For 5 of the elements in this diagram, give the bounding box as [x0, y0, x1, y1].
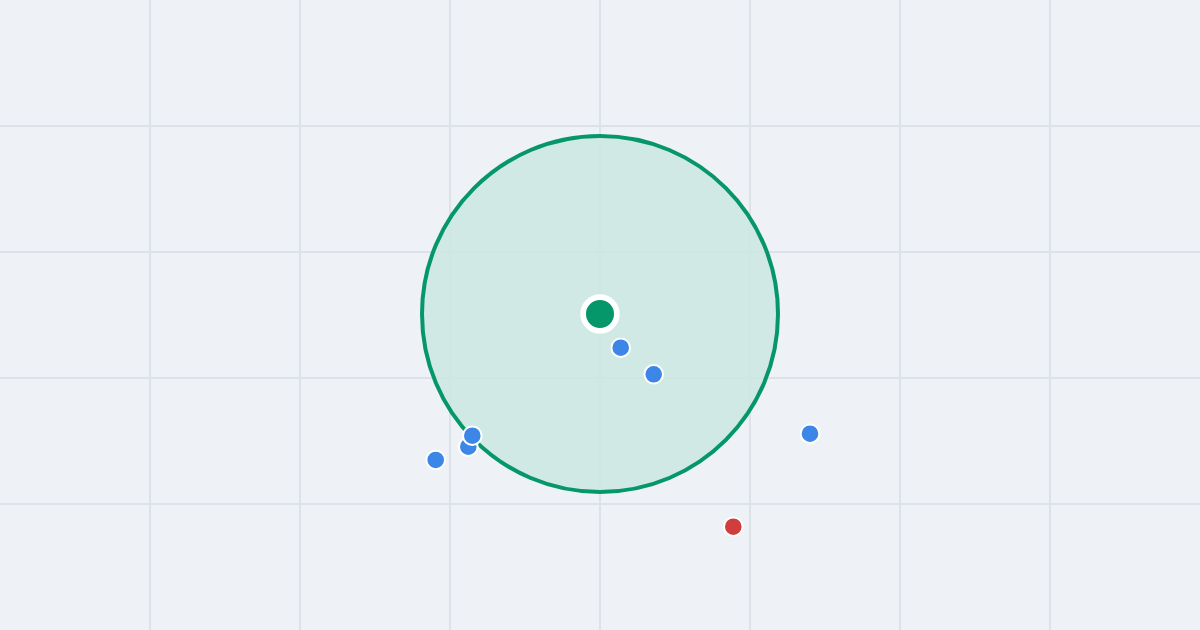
- dot: [723, 516, 744, 537]
- radius-circle: [420, 134, 780, 494]
- dot: [643, 364, 664, 385]
- center-dot: [580, 294, 620, 334]
- dot: [610, 337, 631, 358]
